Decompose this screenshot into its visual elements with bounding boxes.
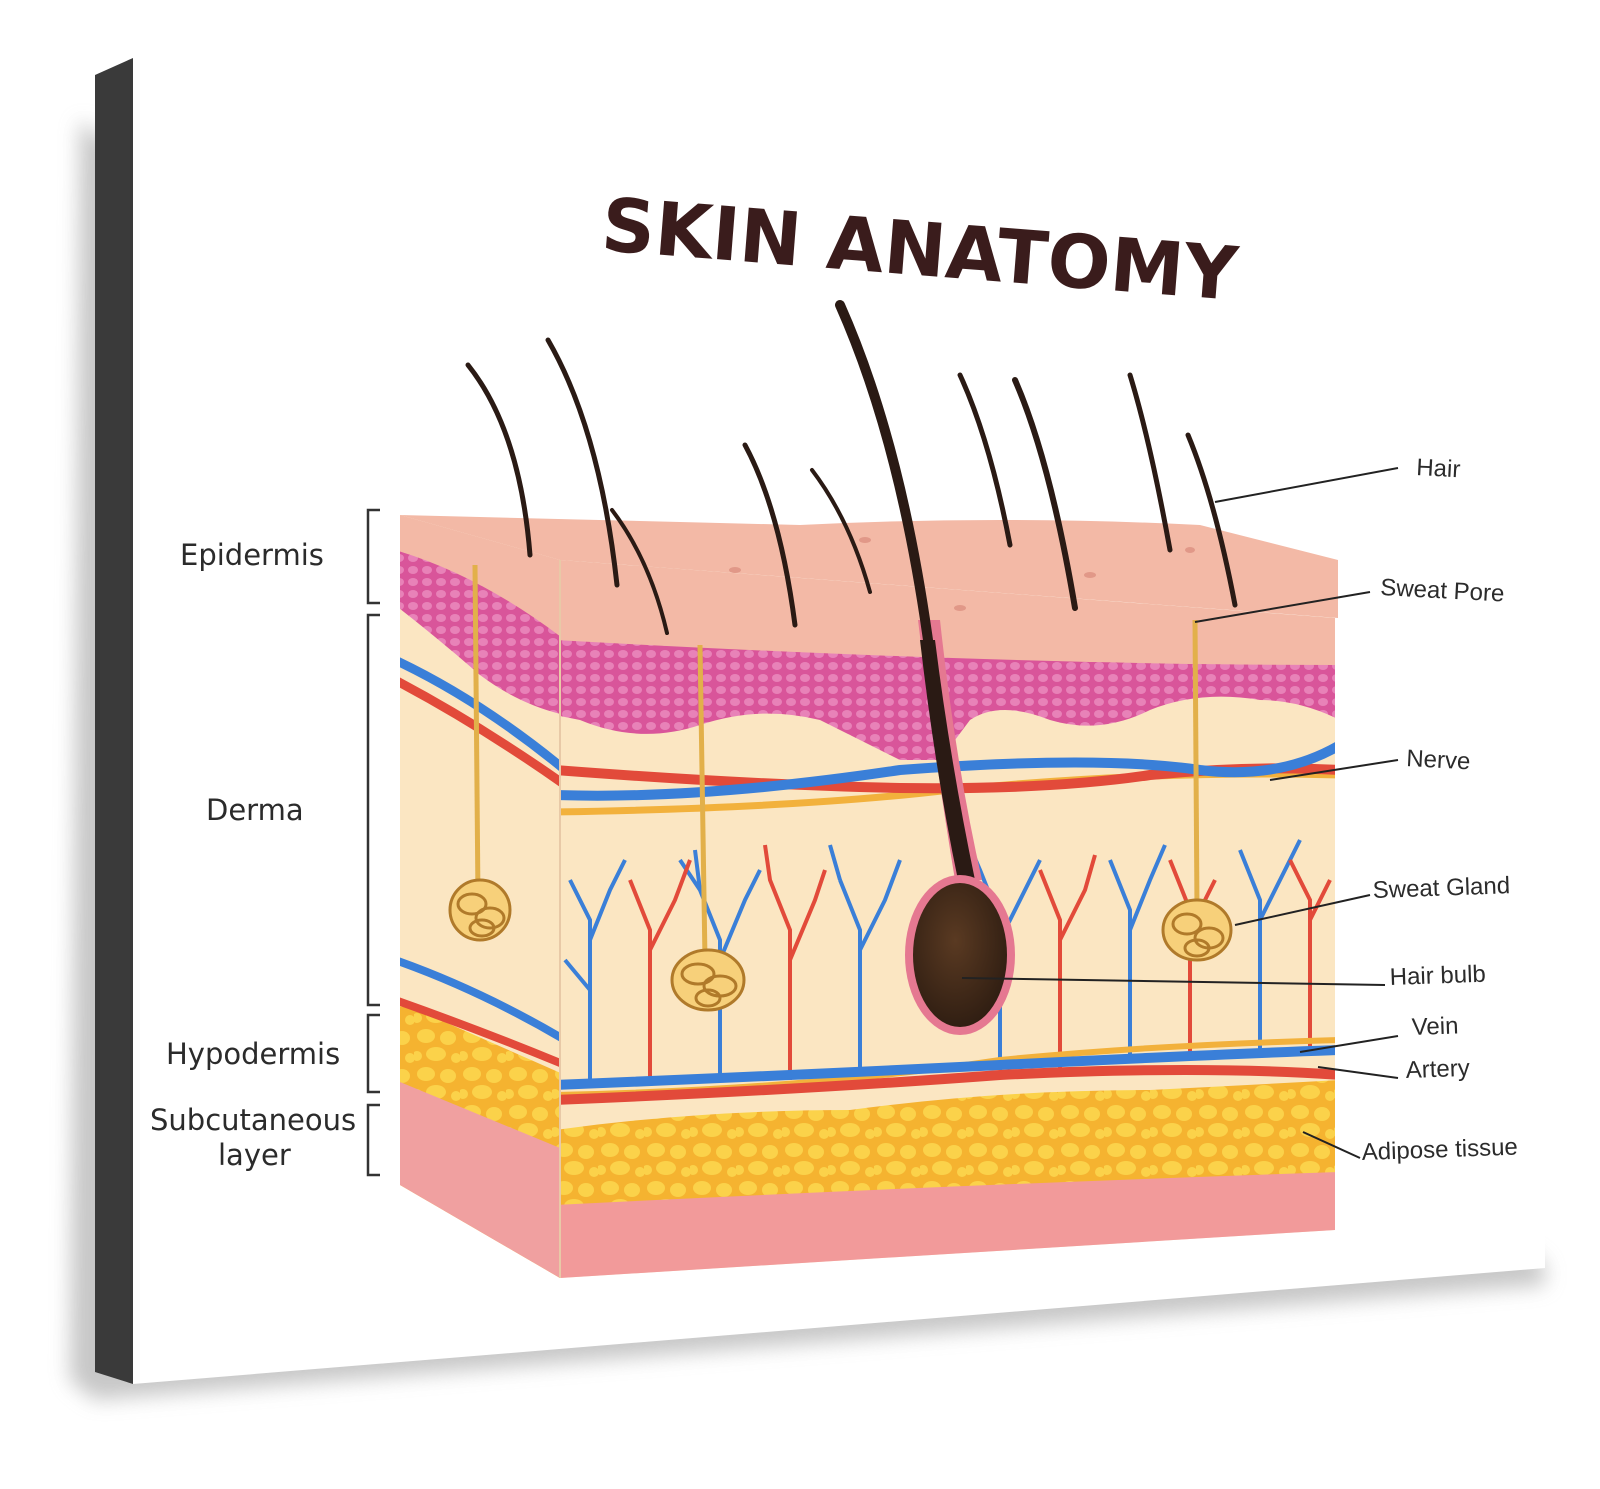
hair-bulb-shape bbox=[913, 883, 1007, 1027]
hair-follicle bbox=[905, 620, 1015, 1035]
label-nerve: Nerve bbox=[1406, 745, 1471, 775]
label-subcutaneous: Subcutaneous bbox=[150, 1103, 356, 1137]
sweat-ducts bbox=[472, 564, 1200, 961]
frame-edge bbox=[95, 58, 133, 1384]
skin-block bbox=[400, 300, 1338, 1278]
skin-left-face bbox=[400, 515, 560, 1278]
hair-strands bbox=[465, 300, 1238, 645]
label-sweat-gland: Sweat Gland bbox=[1372, 872, 1510, 904]
leader-lines bbox=[961, 467, 1399, 1159]
label-subcutaneous-layer: layer bbox=[218, 1138, 291, 1172]
label-adipose-tissue: Adipose tissue bbox=[1361, 1134, 1518, 1166]
label-vein: Vein bbox=[1411, 1012, 1459, 1041]
label-sweat-pore: Sweat Pore bbox=[1380, 574, 1505, 607]
label-epidermis: Epidermis bbox=[180, 538, 324, 572]
pores bbox=[729, 537, 1195, 611]
label-derma: Derma bbox=[206, 793, 304, 827]
label-hypodermis: Hypodermis bbox=[166, 1037, 340, 1071]
sweat-glands bbox=[448, 878, 1233, 1012]
label-hair-bulb: Hair bulb bbox=[1389, 961, 1486, 991]
skin-top-surface bbox=[400, 515, 1338, 618]
left-brackets bbox=[366, 508, 380, 1177]
label-artery: Artery bbox=[1405, 1055, 1470, 1084]
label-hair: Hair bbox=[1416, 454, 1461, 483]
